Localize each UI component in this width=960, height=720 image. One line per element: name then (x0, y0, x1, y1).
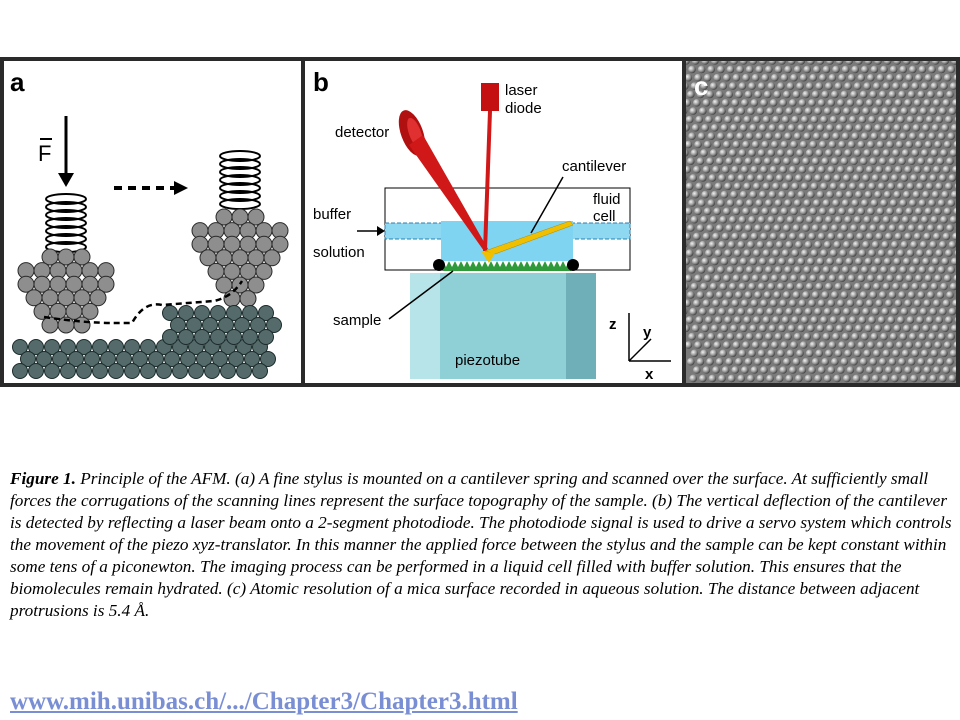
sample-surface-atoms (12, 305, 282, 379)
laser-diode-icon (481, 83, 499, 111)
axis-z-label: z (609, 316, 617, 333)
caption-body: Principle of the AFM. (a) A fine stylus … (10, 469, 952, 620)
stylus-tip-right (191, 208, 289, 308)
atomic-lattice (686, 61, 956, 383)
panel-b-letter: b (313, 67, 329, 97)
laser-beam-reflected (409, 135, 488, 251)
spring-left-icon (45, 193, 87, 253)
laser-label: laser (505, 82, 538, 99)
buffer-inflow-arrow-icon (377, 226, 385, 236)
sample-layer (443, 261, 572, 271)
axis-y-label: y (643, 324, 652, 341)
source-link[interactable]: www.mih.unibas.ch/.../Chapter3/Chapter3.… (10, 688, 518, 715)
fluid-label: fluid (593, 191, 621, 208)
axis-x-label: x (645, 366, 654, 383)
scan-trace-path (43, 280, 244, 325)
cantilever-label: cantilever (562, 158, 626, 175)
spring-right-icon (219, 150, 261, 210)
panel-a-schematic: a F (4, 61, 301, 383)
cell-label: cell (593, 208, 616, 225)
panel-c-letter: c (694, 71, 708, 101)
diode-label: diode (505, 100, 542, 117)
piezotube-label: piezotube (455, 352, 520, 369)
laser-beam-incident (483, 111, 492, 251)
detector-label: detector (335, 124, 389, 141)
panel-b-schematic: b laser diode detector cantilever fluid … (305, 61, 682, 383)
piezotube-body (410, 273, 596, 379)
sample-label: sample (333, 312, 381, 329)
xyz-axes-icon: z y x (609, 313, 671, 383)
buffer-label: buffer (313, 206, 351, 223)
panel-c-mica-image: c (686, 61, 956, 383)
stylus-tip-left (17, 248, 115, 334)
force-label: F (38, 141, 51, 166)
caption-lead: Figure 1. (10, 469, 76, 488)
solution-label: solution (313, 244, 365, 261)
panel-a-letter: a (10, 67, 25, 97)
figure-caption: Figure 1. Principle of the AFM. (a) A fi… (10, 468, 954, 622)
